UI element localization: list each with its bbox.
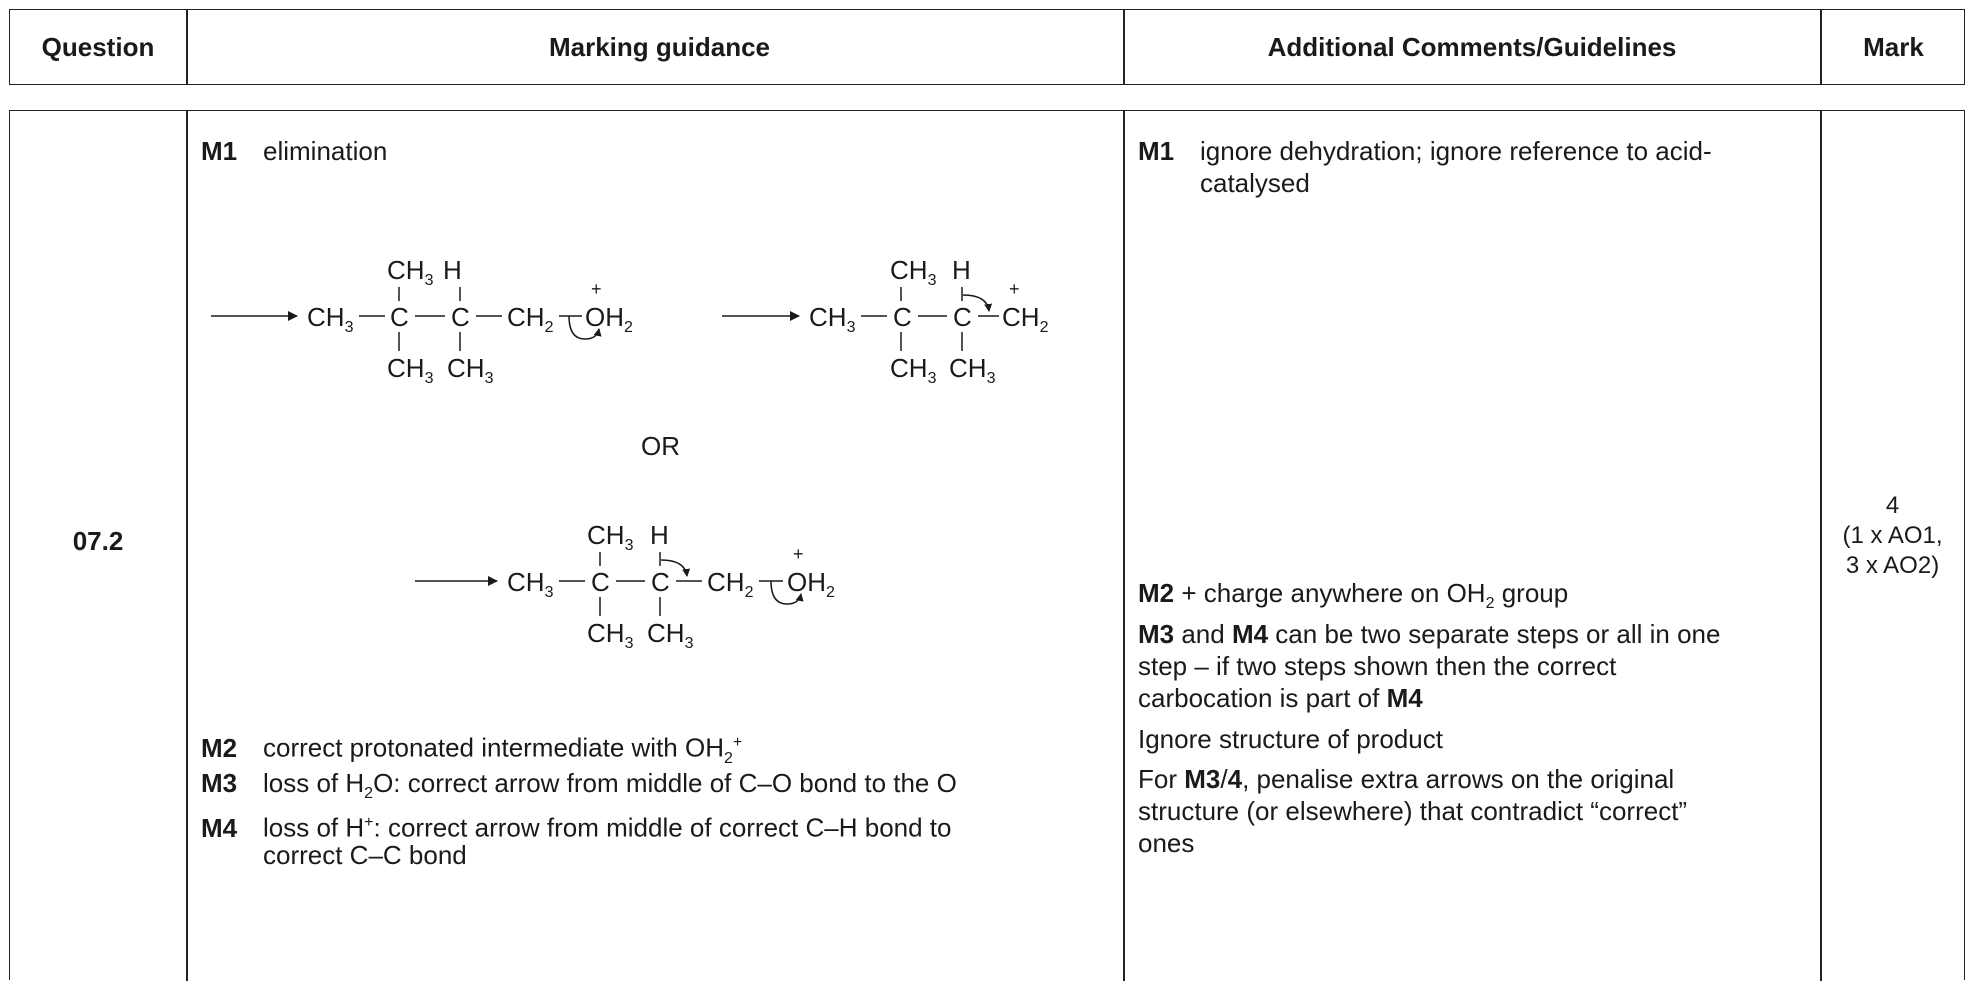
question-number: 07.2 bbox=[72, 526, 124, 556]
atom-h: H bbox=[443, 255, 462, 285]
comment-m3-m4-line2: step – if two steps shown then the corre… bbox=[1138, 651, 1617, 681]
m1-text: elimination bbox=[263, 136, 388, 166]
header-question: Question bbox=[41, 31, 155, 62]
atom-h: H bbox=[952, 255, 971, 285]
atom-ch3: CH3 bbox=[890, 353, 937, 387]
charge-plus: + bbox=[591, 279, 602, 299]
guidance-m1: M1 elimination bbox=[201, 135, 387, 167]
mechanism-diagram: CH3 C C CH2 OH2 + CH3 H CH3 CH3 CH3 C bbox=[211, 255, 1049, 652]
atom-ch3: CH3 bbox=[949, 353, 996, 387]
comment-for: For M3/4, penalise extra arrows on the o… bbox=[1138, 764, 1675, 794]
column-divider bbox=[1123, 111, 1125, 981]
atom-ch2: CH2 bbox=[1002, 302, 1049, 336]
atom-ch3: CH3 bbox=[387, 255, 434, 289]
curly-arrow bbox=[660, 559, 691, 577]
m1-label: M1 bbox=[201, 136, 238, 166]
comment-for-line3: ones bbox=[1138, 828, 1195, 858]
atom-c: C bbox=[651, 567, 670, 597]
atom-oh2: OH2 bbox=[585, 302, 633, 336]
column-divider bbox=[186, 111, 188, 981]
charge-plus: + bbox=[1009, 279, 1020, 299]
curly-arrow bbox=[770, 580, 804, 605]
header-additional-comments: Additional Comments/Guidelines bbox=[1267, 31, 1677, 62]
guidance-m4-continued: correct C–C bond bbox=[263, 840, 467, 870]
atom-c: C bbox=[893, 302, 912, 332]
header-divider bbox=[186, 10, 188, 84]
column-divider bbox=[1820, 111, 1822, 981]
atom-c: C bbox=[953, 302, 972, 332]
atom-ch3: CH3 bbox=[507, 567, 554, 601]
header-divider bbox=[1123, 10, 1125, 84]
comment-m2: M2 + charge anywhere on OH2 group bbox=[1138, 578, 1569, 613]
atom-ch2: CH2 bbox=[507, 302, 554, 336]
atom-ch3: CH3 bbox=[647, 618, 694, 652]
atom-ch3: CH3 bbox=[307, 302, 354, 336]
atom-ch3: CH3 bbox=[809, 302, 856, 336]
question-row: 07.2 M1 elimination CH3 C C CH2 OH2 + bbox=[9, 110, 1965, 981]
atom-c: C bbox=[390, 302, 409, 332]
atom-ch3: CH3 bbox=[447, 353, 494, 387]
curly-arrow bbox=[962, 294, 993, 312]
header-row: Question Marking guidance Additional Com… bbox=[9, 9, 1965, 85]
atom-ch3: CH3 bbox=[587, 520, 634, 554]
atom-ch3: CH3 bbox=[890, 255, 937, 289]
mark-value: 4 (1 x AO1, 3 x AO2) bbox=[1842, 492, 1943, 579]
atom-oh2: OH2 bbox=[787, 567, 835, 601]
atom-ch3: CH3 bbox=[587, 618, 634, 652]
comment-m3-m4: M3 and M4 can be two separate steps or a… bbox=[1138, 619, 1721, 649]
atom-ch3: CH3 bbox=[387, 353, 434, 387]
header-marking-guidance: Marking guidance bbox=[548, 31, 771, 62]
atom-ch2: CH2 bbox=[707, 567, 754, 601]
comment-ignore: Ignore structure of product bbox=[1138, 724, 1443, 754]
comment-m3-m4-line3: carbocation is part of M4 bbox=[1138, 683, 1423, 713]
atom-h: H bbox=[650, 520, 669, 550]
charge-plus: + bbox=[793, 544, 804, 564]
comment-for-line2: structure (or elsewhere) that contradict… bbox=[1138, 796, 1688, 826]
atom-c: C bbox=[591, 567, 610, 597]
curly-arrow bbox=[568, 315, 602, 340]
header-mark: Mark bbox=[1863, 31, 1924, 62]
or-text: OR bbox=[641, 431, 680, 461]
comment-m1-continued: catalysed bbox=[1200, 168, 1310, 198]
atom-c: C bbox=[451, 302, 470, 332]
header-divider bbox=[1820, 10, 1822, 84]
